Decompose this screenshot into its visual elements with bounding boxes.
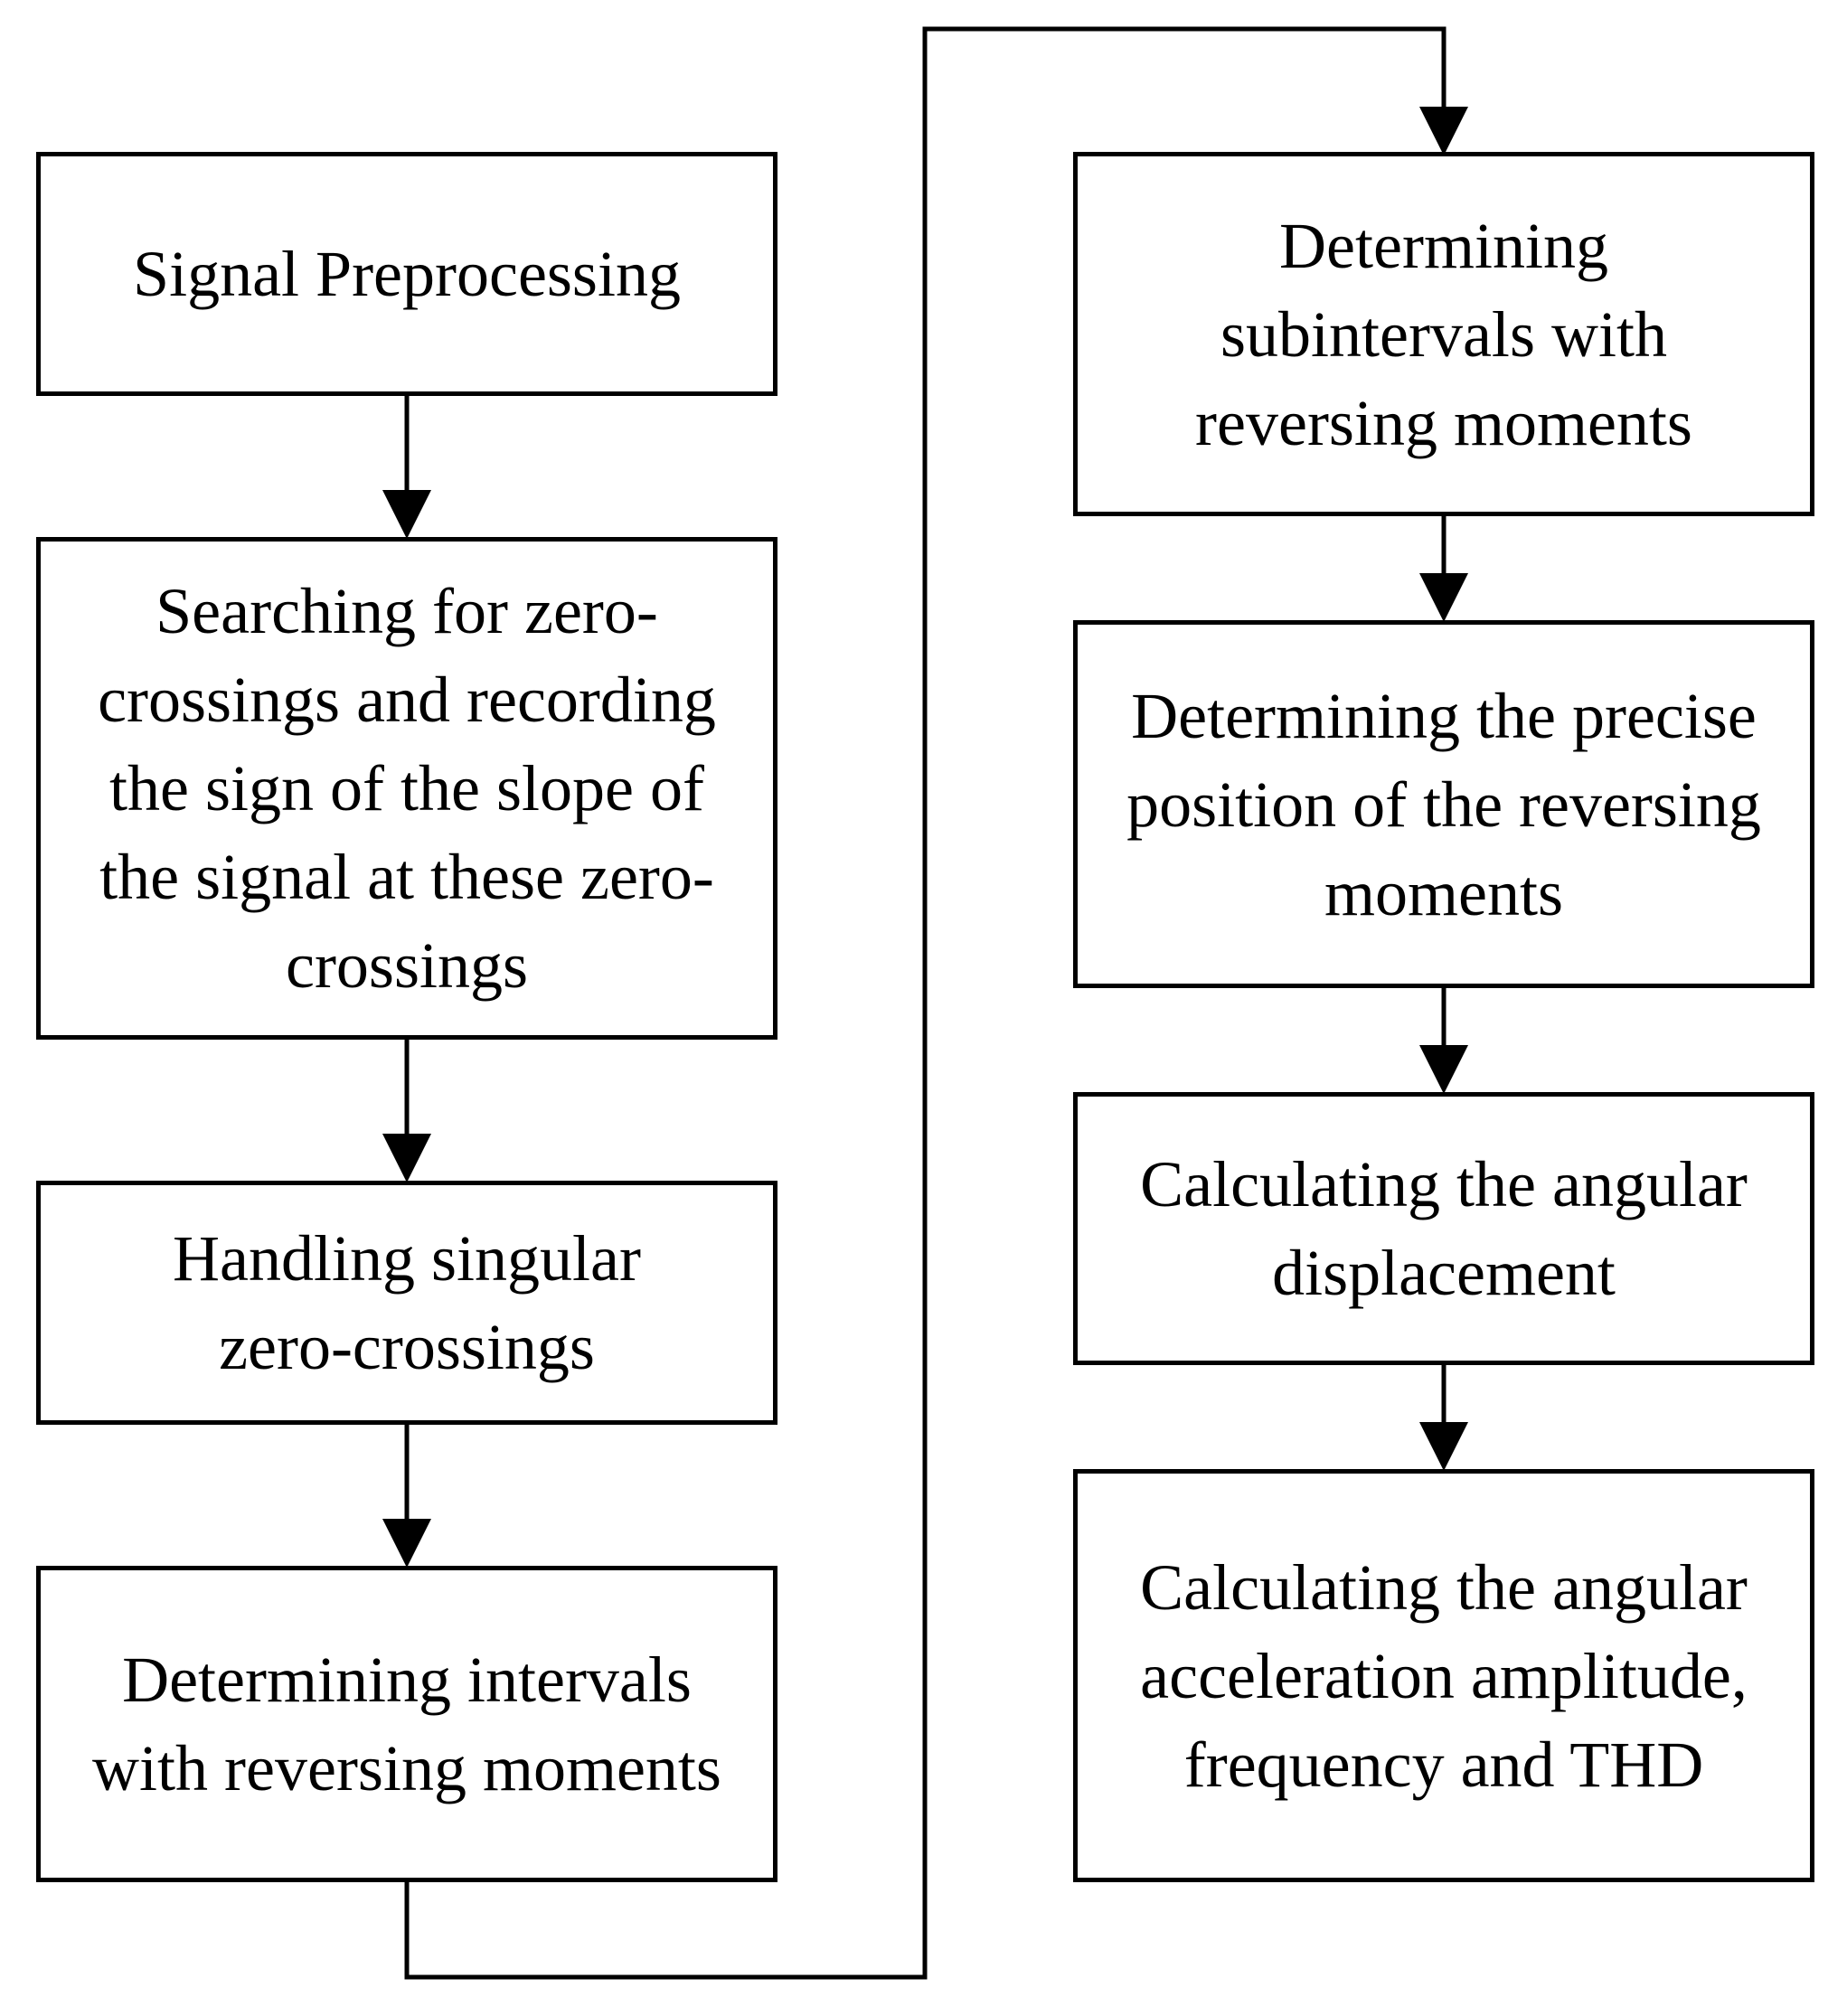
step-label: Determining subintervals with reversing …	[1195, 209, 1692, 459]
arrowhead-2	[382, 490, 431, 539]
step-subintervals-reversing: Determining subintervals with reversing …	[1073, 152, 1814, 516]
step-label: Determining intervals with reversing mom…	[92, 1644, 721, 1804]
arrowhead-6	[1419, 573, 1468, 622]
step-precise-position: Determining the precise position of the …	[1073, 620, 1814, 988]
arrowhead-5	[1419, 107, 1468, 155]
step-singular-zero-crossings: Handling singular zero-crossings	[36, 1181, 777, 1425]
step-label: Searching for zero-crossings and recordi…	[98, 575, 716, 1002]
step-zero-crossings-search: Searching for zero-crossings and recordi…	[36, 537, 777, 1040]
step-label: Calculating the angular displacement	[1140, 1148, 1748, 1309]
arrowhead-8	[1419, 1422, 1468, 1471]
arrowhead-3	[382, 1134, 431, 1182]
step-acceleration-output: Calculating the angular acceleration amp…	[1073, 1469, 1814, 1882]
step-label: Signal Preprocessing	[133, 238, 681, 310]
step-label: Determining the precise position of the …	[1126, 679, 1761, 929]
step-label: Calculating the angular acceleration amp…	[1140, 1550, 1748, 1801]
step-label: Handling singular zero-crossings	[173, 1222, 641, 1383]
column-connector	[404, 26, 1447, 1980]
step-angular-displacement: Calculating the angular displacement	[1073, 1092, 1814, 1365]
step-signal-preprocessing: Signal Preprocessing	[36, 152, 777, 396]
arrowhead-4	[382, 1519, 431, 1568]
step-intervals-reversing: Determining intervals with reversing mom…	[36, 1566, 777, 1882]
arrowhead-7	[1419, 1045, 1468, 1094]
